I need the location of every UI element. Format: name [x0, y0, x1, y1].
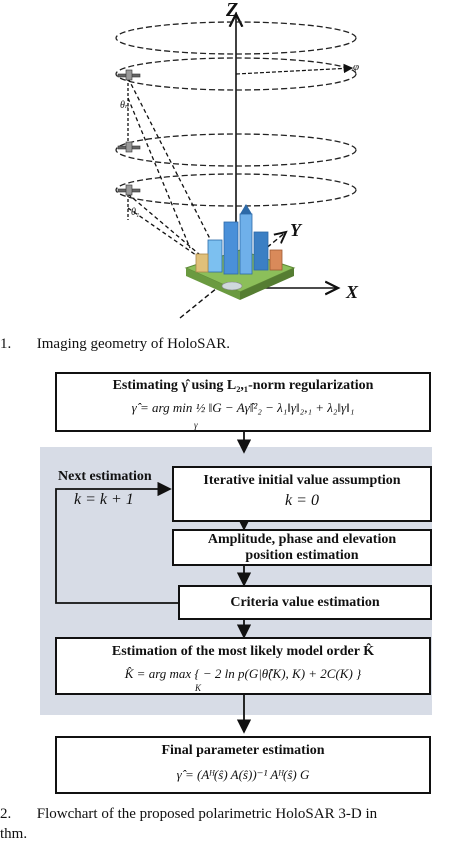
figure1-caption-prefix: 1.	[0, 336, 12, 352]
theta-1-label: θ₁	[131, 207, 139, 218]
step-estimate-gamma: Estimating γ̂ using L₂,₁-norm regulariza…	[55, 372, 431, 432]
step-initial-value-equation: k = 0	[285, 492, 319, 509]
orbit-ellipses	[115, 21, 357, 207]
figure2-caption-text: Flowchart of the proposed polarimetric H…	[36, 806, 378, 822]
step-final-parameter-equation: γ̂ = (Aᴴ(ŝ) A(ŝ))⁻¹ Aᴴ(ŝ) G	[176, 767, 310, 782]
satellite-icon	[117, 141, 141, 153]
step-criteria-value-title: Criteria value estimation	[230, 595, 380, 610]
city-scene-icon	[184, 204, 296, 300]
step-criteria-value: Criteria value estimation	[178, 585, 432, 620]
step-model-order-subscript: K	[195, 683, 202, 693]
figure1-caption-text: Imaging geometry of HoloSAR.	[36, 336, 231, 352]
figure1-caption: 1. Imaging geometry of HoloSAR.	[0, 336, 230, 353]
step-amplitude-phase-line2: position estimation	[245, 548, 359, 563]
x-axis-label: X	[345, 282, 359, 302]
step-final-parameter-title: Final parameter estimation	[161, 743, 325, 758]
figure2-caption-line1: 2. Flowchart of the proposed polarimetri…	[0, 806, 377, 823]
step-estimate-gamma-equation: γ̂ = arg min ½ ‖G − Aγ̂‖²₂ − λ₁‖γ‖₂,₁ + …	[131, 400, 355, 415]
step-initial-value-title: Iterative initial value assumption	[203, 473, 401, 488]
phi-radius-line	[235, 63, 354, 75]
next-estimation-label: Next estimation	[58, 469, 152, 484]
step-model-order-title: Estimation of the most likely model orde…	[111, 644, 375, 659]
step-estimate-gamma-subscript: γ	[194, 420, 198, 430]
theta-n-label: θₙ	[120, 100, 129, 111]
step-amplitude-phase-line1: Amplitude, phase and elevation	[207, 532, 397, 547]
figure2-caption-line2: thm.	[0, 826, 28, 842]
step-model-order-equation: K̂ = arg max { − 2 ln p(G|θ̂(K), K) + 2C…	[124, 666, 362, 681]
y-axis-label: Y	[290, 220, 303, 240]
step-initial-value: Iterative initial value assumption k = 0	[172, 466, 432, 522]
phi-label: φ	[353, 61, 359, 73]
step-final-parameter: Final parameter estimation γ̂ = (Aᴴ(ŝ) A…	[55, 736, 431, 794]
satellite-icon	[117, 184, 141, 196]
step-estimate-gamma-title: Estimating γ̂ using L₂,₁-norm regulariza…	[112, 378, 374, 393]
satellite-icon	[117, 69, 141, 81]
step-amplitude-phase: Amplitude, phase and elevation position …	[172, 529, 432, 566]
step-model-order: Estimation of the most likely model orde…	[55, 637, 431, 695]
k-update-label: k = k + 1	[74, 491, 134, 508]
figure2-caption-prefix: 2.	[0, 806, 12, 822]
z-axis-label: Z	[225, 0, 238, 21]
holosar-geometry-figure: Z Y X φ θₙ θ₁	[115, 0, 359, 319]
